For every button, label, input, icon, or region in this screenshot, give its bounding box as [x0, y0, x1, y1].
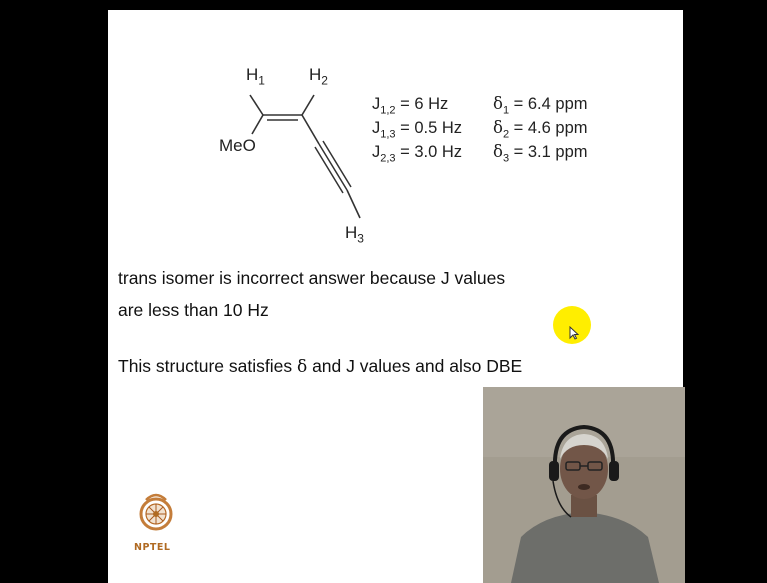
shift-delta2: δ2 = 4.6 ppm	[493, 118, 588, 141]
slide: H1 H2 MeO H3 J1,2 = 6 Hz J1,3 = 0.5 Hz J…	[108, 10, 683, 583]
coupling-j23: J2,3 = 3.0 Hz	[372, 143, 463, 165]
h1-label: H1	[246, 65, 265, 88]
pointer-highlight	[553, 306, 591, 344]
shift-delta3: δ3 = 3.1 ppm	[493, 142, 588, 165]
coupling-j12: J1,2 = 6 Hz	[372, 95, 449, 117]
h3-label: H3	[345, 223, 364, 246]
text-line-trans-isomer: trans isomer is incorrect answer because…	[118, 268, 506, 288]
h2-label: H2	[309, 65, 328, 88]
nptel-logo-icon	[139, 493, 173, 531]
shift-delta1: δ1 = 6.4 ppm	[493, 94, 588, 117]
molecule-structure	[249, 94, 361, 219]
text-line-satisfies: This structure satisfies δ and J values …	[118, 356, 523, 377]
presenter-image	[483, 387, 685, 583]
webcam-video	[483, 387, 685, 583]
nptel-logo-text: NPTEL	[134, 542, 171, 553]
meo-label: MeO	[219, 136, 256, 155]
mouse-pointer-icon	[569, 326, 579, 340]
coupling-j13: J1,3 = 0.5 Hz	[372, 119, 463, 141]
text-line-less-than: are less than 10 Hz	[118, 300, 269, 320]
